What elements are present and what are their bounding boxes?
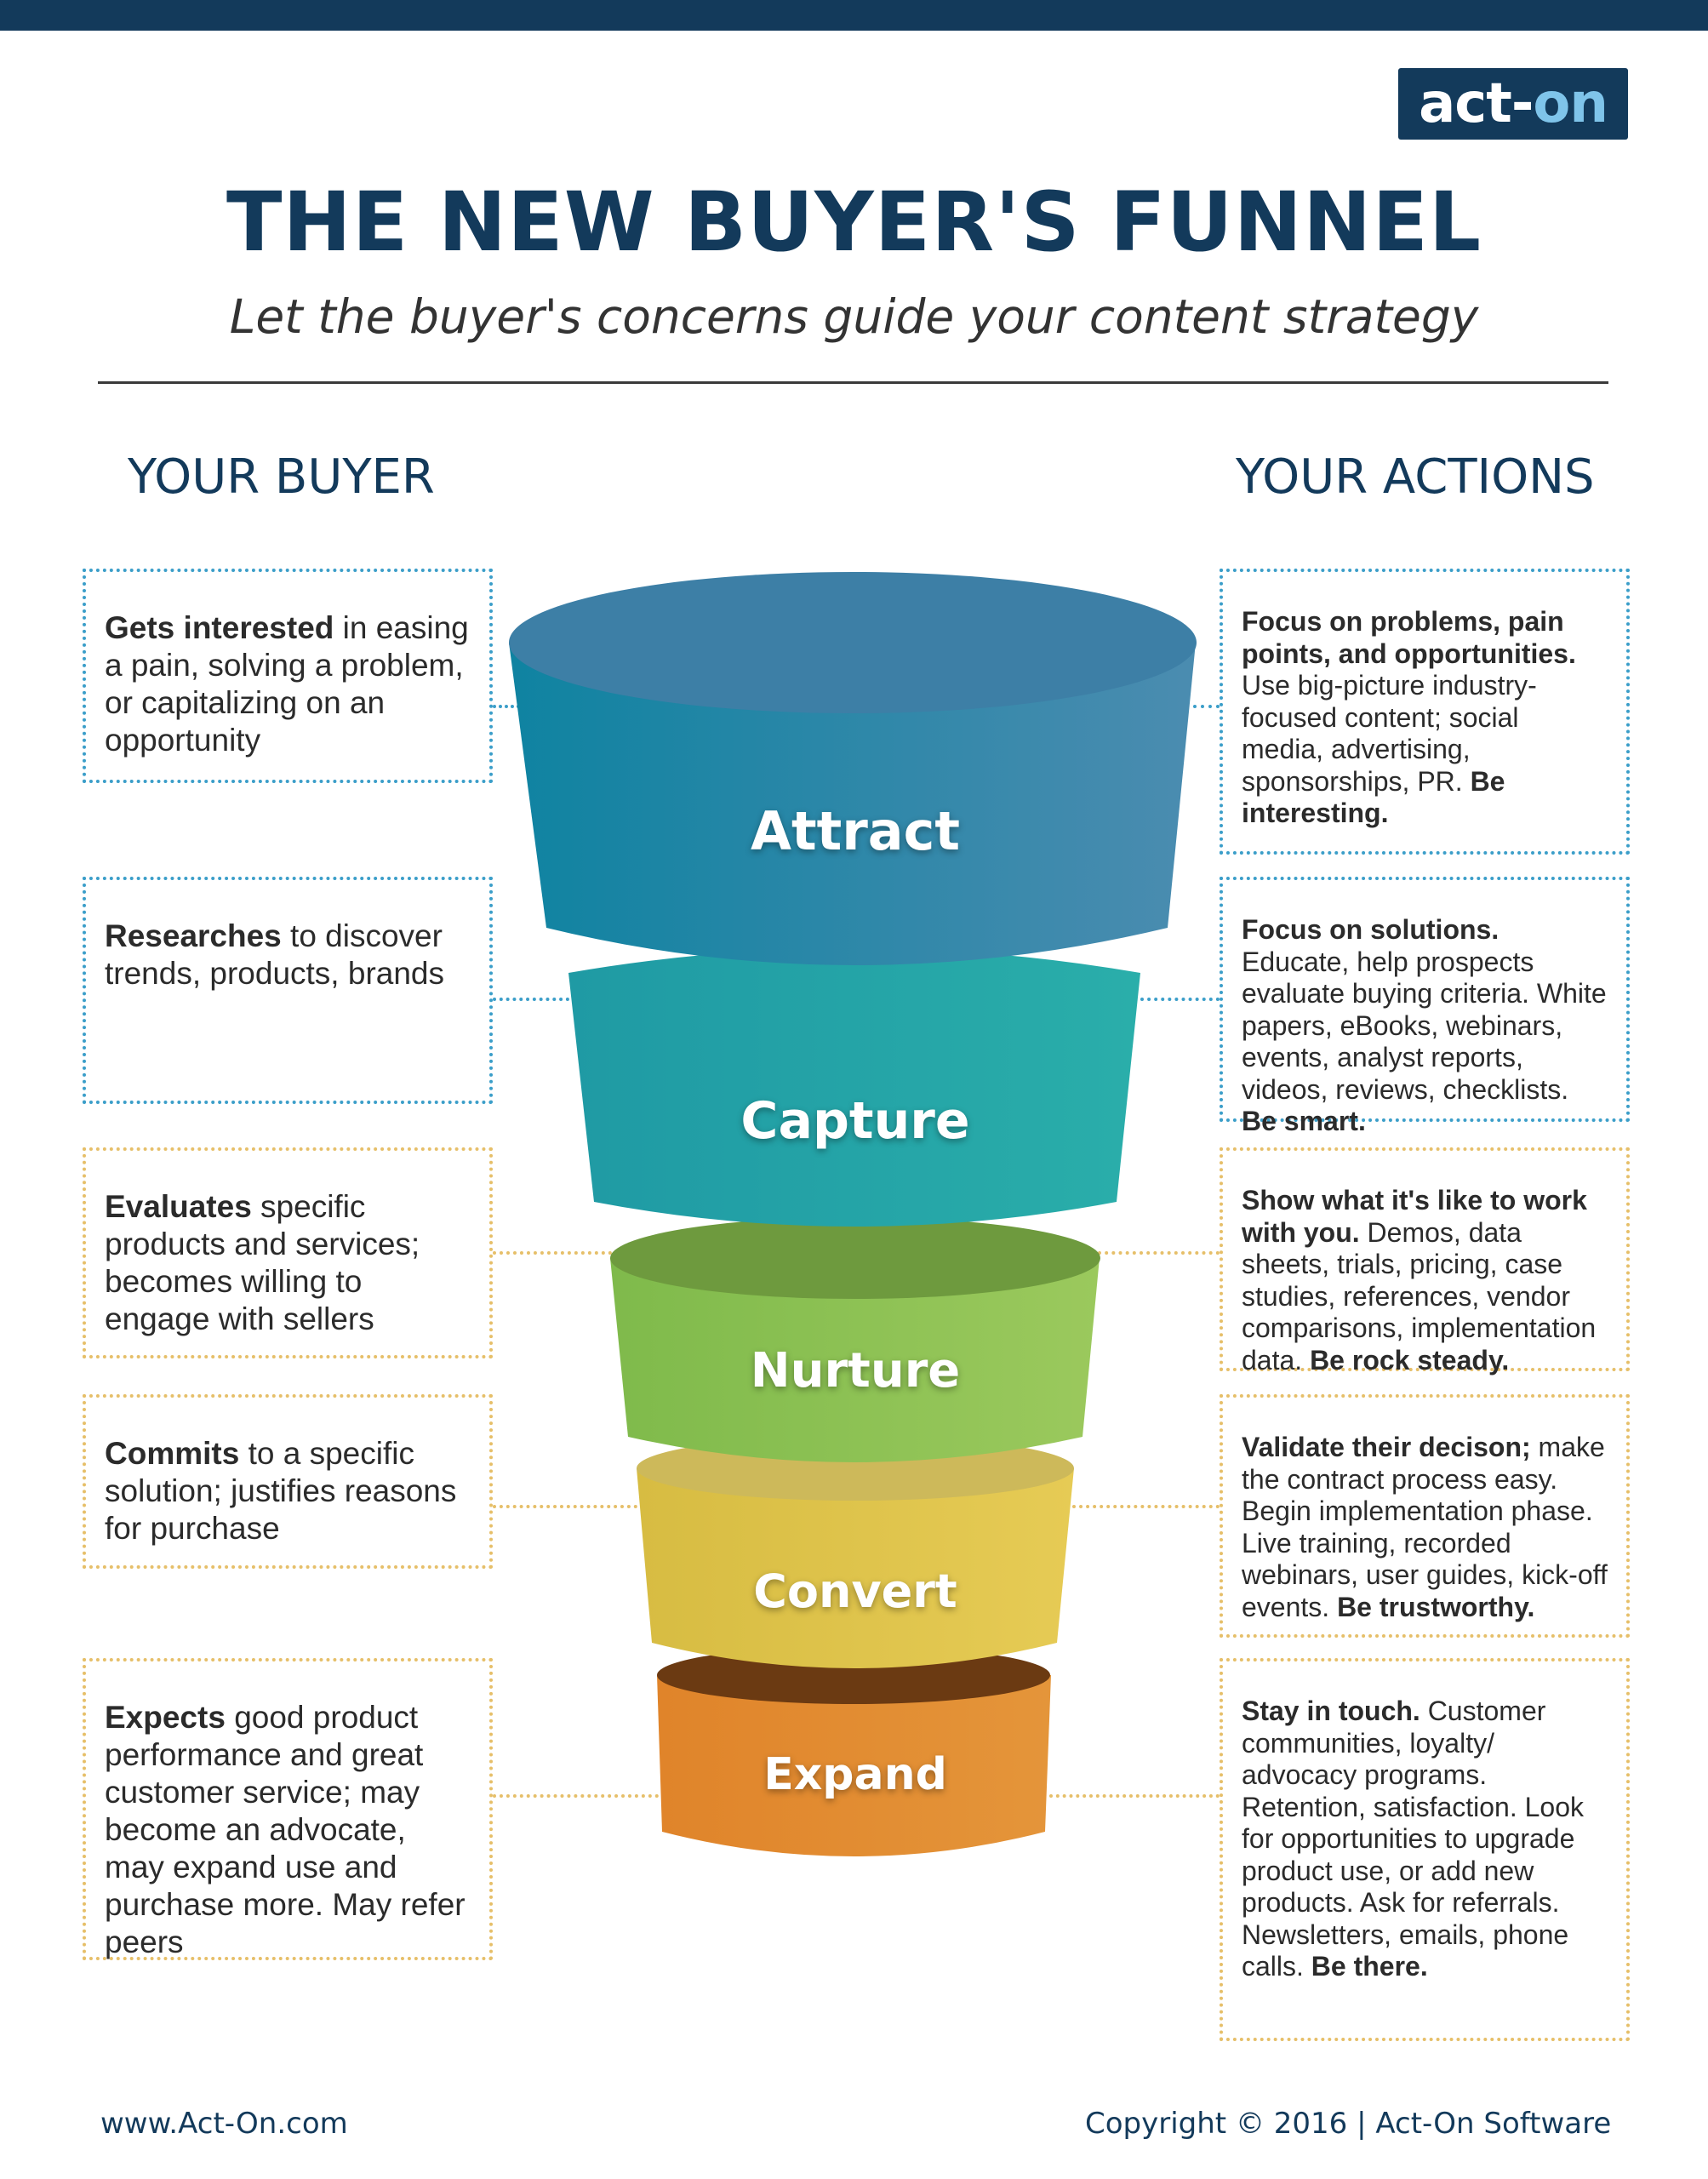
column-heading-actions: YOUR ACTIONS <box>1236 449 1595 505</box>
action-text-attract: Focus on problems, pain points, and oppo… <box>1242 606 1576 828</box>
stage-label-nurture: Nurture <box>750 1343 961 1398</box>
connector-attract-left <box>493 705 520 708</box>
action-text-nurture: Show what it's like to work with you. De… <box>1242 1185 1597 1375</box>
connector-expand-right <box>1049 1794 1220 1798</box>
connector-nurture-right <box>1098 1251 1220 1255</box>
buyer-box-attract: Gets interested in easing a pain, solvin… <box>83 569 493 783</box>
stage-label-convert: Convert <box>753 1564 957 1618</box>
action-box-nurture: Show what it's like to work with you. De… <box>1220 1147 1630 1375</box>
buyer-box-nurture: Evaluates specific products and services… <box>83 1147 493 1358</box>
connector-convert-left <box>493 1505 637 1508</box>
buyer-text-capture: Researches to discover trends, products,… <box>105 918 444 991</box>
connector-capture-left <box>493 998 569 1001</box>
stage-label-expand: Expand <box>763 1749 947 1800</box>
action-box-expand: Stay in touch. Customer communities, loy… <box>1220 1658 1630 2041</box>
action-box-convert: Validate their decison; make the contrac… <box>1220 1394 1630 1638</box>
logo-text-left: act- <box>1419 72 1534 135</box>
stage-label-attract: Attract <box>750 800 961 862</box>
action-box-capture: Focus on solutions. Educate, help prospe… <box>1220 877 1630 1136</box>
buyer-text-nurture: Evaluates specific products and services… <box>105 1189 420 1336</box>
funnel-segment-nurture <box>610 1217 1100 1462</box>
action-text-convert: Validate their decison; make the contrac… <box>1242 1432 1608 1622</box>
funnel-segment-convert <box>637 1436 1074 1668</box>
connector-expand-left <box>493 1794 659 1798</box>
footer-copyright: Copyright © 2016 | Act-On Software <box>1085 2107 1612 2141</box>
header-divider <box>98 381 1608 384</box>
connector-capture-right <box>1140 998 1220 1001</box>
funnel-segment-capture <box>568 948 1140 1227</box>
action-box-attract: Focus on problems, pain points, and oppo… <box>1220 569 1630 855</box>
footer-website-link[interactable]: www.Act-On.com <box>100 2107 348 2141</box>
action-text-expand: Stay in touch. Customer communities, loy… <box>1242 1696 1585 1982</box>
buyer-text-attract: Gets interested in easing a pain, solvin… <box>105 610 469 758</box>
action-text-capture: Focus on solutions. Educate, help prospe… <box>1242 914 1607 1136</box>
connector-attract-right <box>1193 705 1220 708</box>
stage-label-capture: Capture <box>740 1091 970 1151</box>
buyer-text-convert: Commits to a specific solution; justifie… <box>105 1436 457 1546</box>
buyer-text-expand: Expects good product performance and gre… <box>105 1700 466 1959</box>
page-title: THE NEW BUYER'S FUNNEL <box>226 174 1482 270</box>
buyer-box-capture: Researches to discover trends, products,… <box>83 877 493 1104</box>
buyer-box-convert: Commits to a specific solution; justifie… <box>83 1394 493 1569</box>
page-subtitle: Let the buyer's concerns guide your cont… <box>229 289 1479 344</box>
funnel-segment-attract <box>509 572 1197 965</box>
connector-nurture-left <box>493 1251 612 1255</box>
act-on-logo: act-on <box>1398 68 1628 140</box>
buyer-box-expand: Expects good product performance and gre… <box>83 1658 493 1960</box>
connector-convert-right <box>1072 1505 1220 1508</box>
top-bar <box>0 0 1708 31</box>
column-heading-buyer: YOUR BUYER <box>128 449 435 505</box>
logo-text-right: on <box>1533 72 1608 135</box>
